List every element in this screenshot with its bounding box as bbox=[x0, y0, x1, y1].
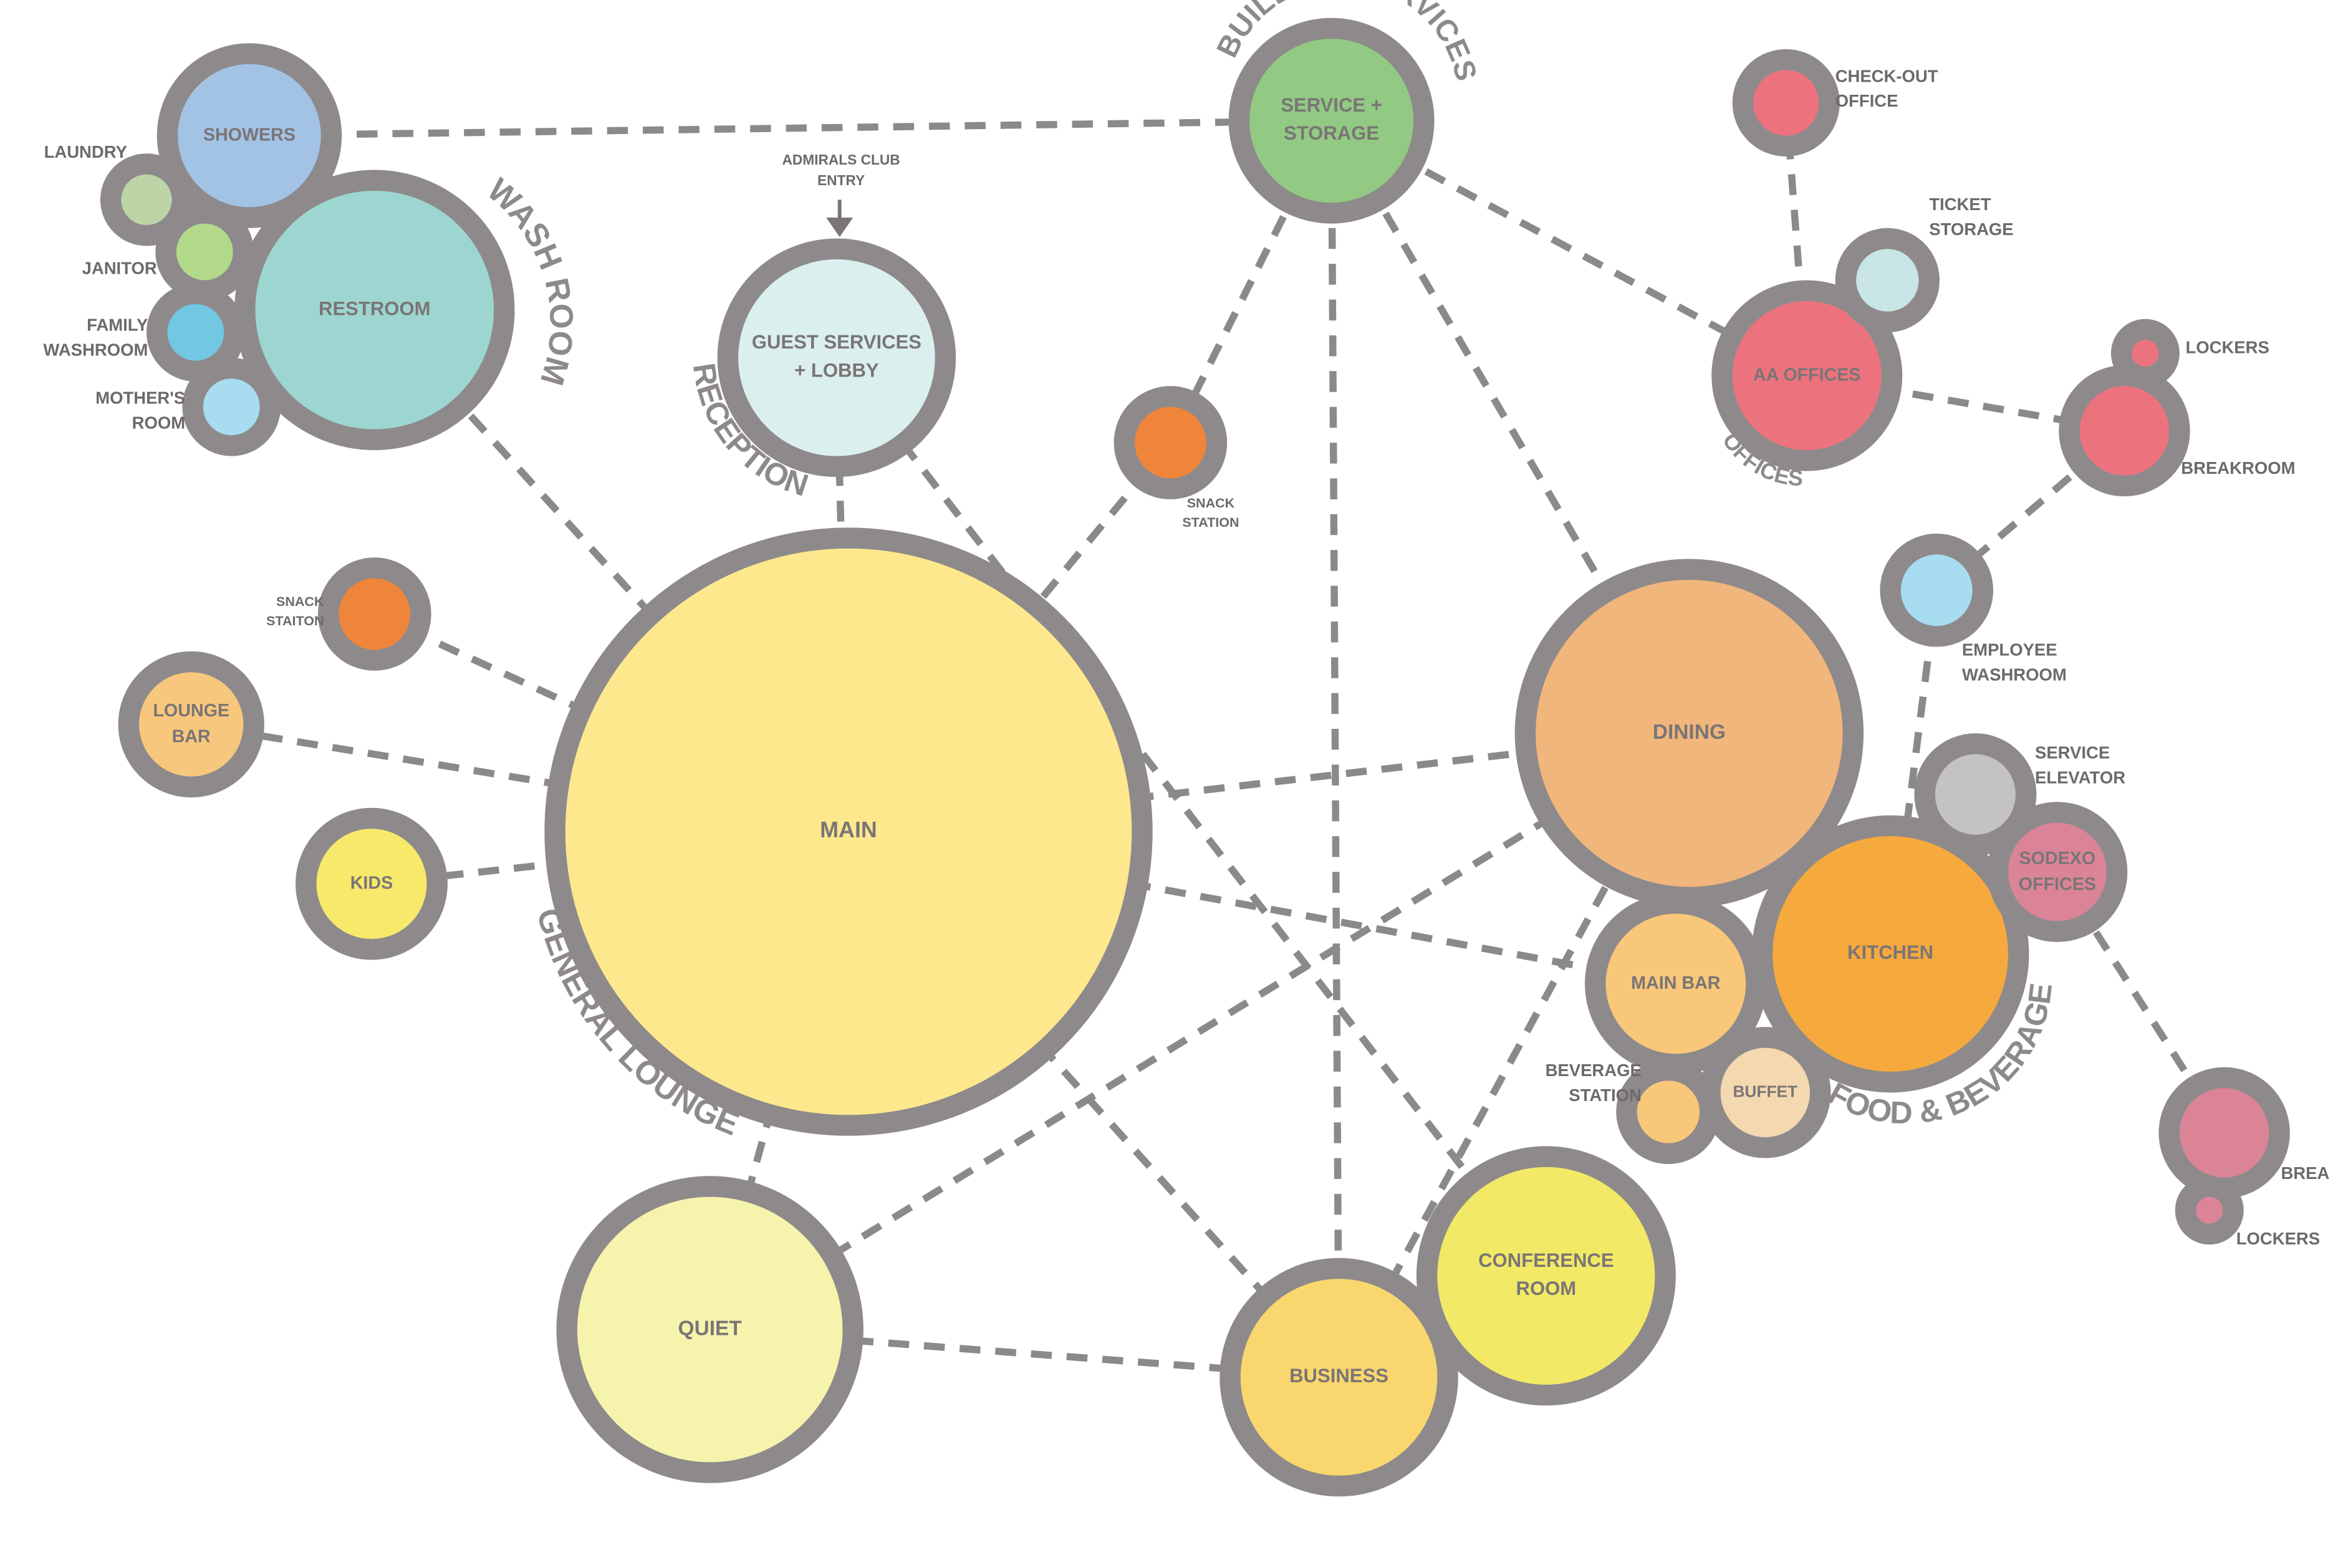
bubble-kids bbox=[296, 807, 448, 960]
node-breakroom-bottom bbox=[2158, 1067, 2290, 1199]
node-buffet: BUFFET bbox=[1700, 1027, 1831, 1158]
node-business: BUSINESS bbox=[1220, 1258, 1458, 1497]
bubble-ticket-storage bbox=[1835, 228, 1940, 333]
bubble-mothers-room bbox=[182, 357, 281, 456]
bubble-laundry bbox=[100, 153, 193, 246]
node-kids: KIDS bbox=[296, 807, 448, 960]
bubble-service-storage bbox=[1228, 17, 1435, 224]
node-service-elevator bbox=[1914, 733, 2037, 856]
node-ticket-storage bbox=[1835, 228, 1940, 333]
node-label-business: BUSINESS bbox=[1289, 1365, 1388, 1387]
node-label-restroom: RESTROOM bbox=[319, 297, 430, 319]
bubble-check-out-office bbox=[1732, 49, 1840, 157]
entry-arrow-icon bbox=[826, 200, 854, 238]
nodes-layer: MAIN RESTROOM SHOWERS GUEST SERVICES+ LOBBY… bbox=[100, 17, 2290, 1497]
node-restroom: RESTROOM bbox=[234, 170, 515, 450]
bubble-breakroom-bottom bbox=[2158, 1067, 2290, 1199]
node-mothers-room bbox=[182, 357, 281, 456]
bubble-breakroom-top bbox=[2059, 365, 2190, 497]
label-lockers-bottom: LOCKERS bbox=[2236, 1229, 2320, 1248]
bubble-kitchen bbox=[1751, 815, 2029, 1093]
node-label-main-bar: MAIN BAR bbox=[1631, 973, 1721, 993]
node-lockers-bottom bbox=[2175, 1176, 2244, 1245]
bubble-lounge-bar bbox=[118, 651, 264, 798]
node-label-quiet: QUIET bbox=[678, 1317, 743, 1340]
node-showers: SHOWERS bbox=[156, 43, 342, 228]
bubble-business bbox=[1220, 1258, 1458, 1497]
connection-quiet-dining bbox=[708, 730, 1691, 1333]
bubble-lockers-bottom bbox=[2175, 1176, 2244, 1245]
bubble-sodexo-offices bbox=[1987, 802, 2128, 942]
bubble-service-elevator bbox=[1914, 733, 2037, 856]
bubble-snack-station-top bbox=[1114, 386, 1228, 499]
connection-showers-service-storage bbox=[249, 117, 1332, 140]
node-label-service-storage: SERVICE +STORAGE bbox=[1281, 94, 1382, 144]
node-family-washroom bbox=[146, 283, 245, 382]
bubble-employee-washroom bbox=[1880, 533, 1994, 647]
node-guest-services: GUEST SERVICES+ LOBBY bbox=[717, 238, 956, 478]
bubble-quiet bbox=[556, 1176, 864, 1483]
node-label-buffet: BUFFET bbox=[1733, 1082, 1797, 1100]
label-lockers-top: LOCKERS bbox=[2185, 338, 2269, 357]
bubble-conference-room bbox=[1416, 1146, 1676, 1406]
node-kitchen: KITCHEN bbox=[1751, 815, 2029, 1093]
connection-service-storage-business bbox=[1327, 120, 1343, 1378]
node-label-showers: SHOWERS bbox=[203, 125, 296, 145]
node-service-storage: SERVICE +STORAGE bbox=[1228, 17, 1435, 224]
node-quiet: QUIET bbox=[556, 1176, 864, 1483]
node-check-out-office bbox=[1732, 49, 1840, 157]
bubble-guest-services bbox=[717, 238, 956, 478]
bubble-main bbox=[544, 527, 1153, 1136]
node-dining: DINING bbox=[1514, 559, 1864, 908]
node-label-kids: KIDS bbox=[350, 873, 393, 893]
node-label-guest-services: GUEST SERVICES+ LOBBY bbox=[752, 331, 921, 381]
node-laundry bbox=[100, 153, 193, 246]
label-breakroom-top: BREAKROOM bbox=[2181, 458, 2295, 478]
node-breakroom-top bbox=[2059, 365, 2190, 497]
bubble-beverage-station bbox=[1616, 1059, 1721, 1165]
node-beverage-station bbox=[1616, 1059, 1721, 1165]
node-aa-offices: AA OFFICES bbox=[1711, 280, 1903, 471]
node-employee-washroom bbox=[1880, 533, 1994, 647]
label-laundry: LAUNDRY bbox=[44, 143, 127, 162]
node-main: MAIN bbox=[544, 527, 1153, 1136]
label-janitor: JANITOR bbox=[82, 259, 157, 278]
node-snack-station-top bbox=[1114, 386, 1228, 499]
bubble-restroom bbox=[234, 170, 515, 450]
bubble-aa-offices bbox=[1711, 280, 1903, 471]
bubble-janitor bbox=[155, 203, 254, 301]
node-janitor bbox=[155, 203, 254, 301]
label-breakroom-bottom: BREA bbox=[2281, 1163, 2329, 1183]
node-snack-station-left bbox=[317, 557, 431, 671]
bubble-snack-station-left bbox=[317, 557, 431, 671]
node-label-aa-offices: AA OFFICES bbox=[1753, 365, 1861, 385]
connection-guest-services-conference-room bbox=[834, 355, 1549, 1278]
bubble-showers bbox=[156, 43, 342, 228]
node-label-main: MAIN bbox=[820, 817, 877, 842]
connection-service-storage-snack-station-top bbox=[1167, 119, 1335, 445]
bubble-family-washroom bbox=[146, 283, 245, 382]
node-label-kitchen: KITCHEN bbox=[1847, 941, 1933, 963]
node-label-dining: DINING bbox=[1653, 721, 1726, 744]
